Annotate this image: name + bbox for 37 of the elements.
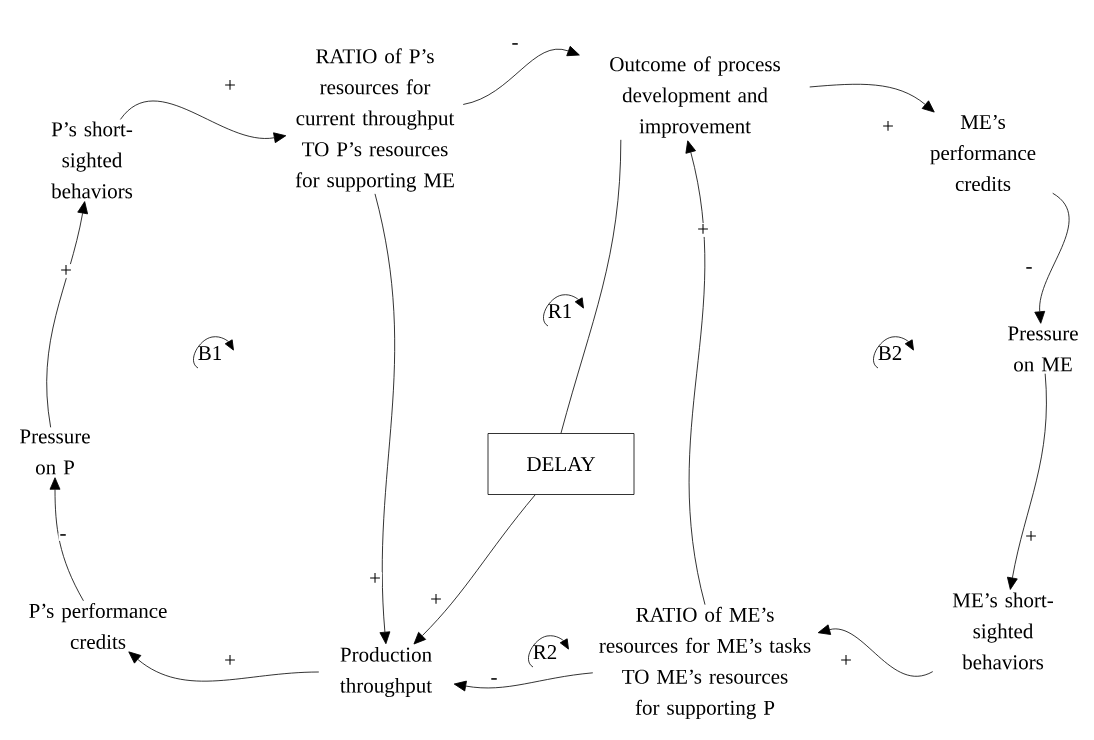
variable-label: Production throughput: [340, 646, 432, 698]
arrow: [453, 672, 594, 692]
variable-label: Pressure on P: [20, 429, 90, 475]
arrow: [374, 193, 396, 645]
variable-label: P’s short-sighted behaviors: [51, 121, 133, 199]
variable-label: Pressure on ME: [1008, 326, 1078, 372]
polarity-sign: +: [223, 654, 237, 668]
polarity-sign: +: [881, 120, 895, 134]
variable-label: RATIO of ME’s resources for ME’s tasks TO ME’s resources for supporting P: [599, 606, 811, 720]
arrow: [128, 651, 320, 682]
polarity-sign: +: [696, 223, 710, 237]
arrow: [413, 494, 536, 645]
arrow: [46, 201, 88, 428]
polarity-sign: +: [1024, 530, 1038, 544]
polarity-sign: +: [59, 264, 73, 278]
polarity-sign: +: [429, 593, 443, 607]
arrow: [1034, 192, 1070, 324]
arrow: [817, 624, 934, 677]
arrow: [120, 100, 287, 144]
polarity-sign: -: [489, 677, 499, 685]
variable-label: P’s performance credits: [29, 603, 167, 649]
polarity-sign: -: [1024, 266, 1034, 274]
variable-label: ME’s performance credits: [930, 114, 1036, 192]
polarity-sign: +: [839, 654, 853, 668]
variable-label: RATIO of P’s resources for current throughput TO P’s resources for supporting ME: [295, 48, 455, 192]
delay-box: DELAY: [487, 433, 635, 495]
variable-label: ME’s short-sighted behaviors: [952, 592, 1053, 670]
arrow: [685, 140, 706, 606]
arrow: [1007, 373, 1047, 590]
polarity-sign: +: [223, 79, 237, 93]
polarity-sign: -: [510, 42, 520, 50]
polarity-sign: -: [58, 533, 68, 541]
arrow: [49, 477, 84, 602]
variable-label: Outcome of process development and improvement: [610, 56, 780, 138]
polarity-sign: +: [368, 572, 382, 586]
arrow: [462, 45, 580, 105]
arrow: [809, 83, 935, 113]
